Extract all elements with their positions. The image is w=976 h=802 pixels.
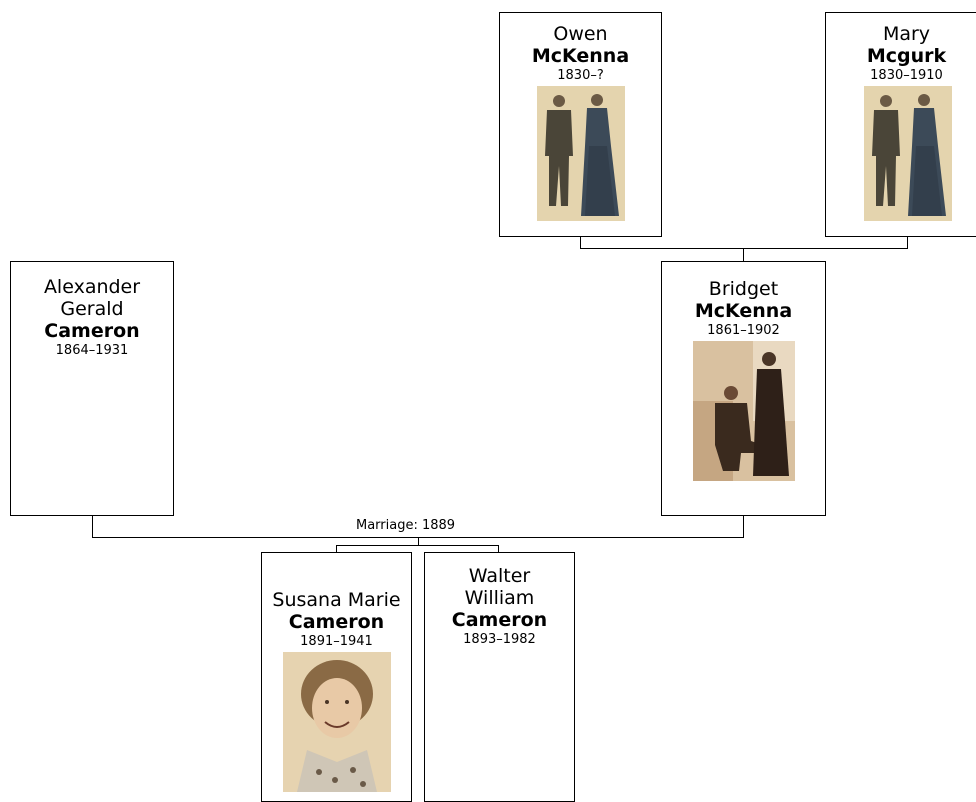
connector-to-children (418, 537, 419, 545)
given-name-middle: William (464, 587, 535, 609)
person-card-mary[interactable]: Mary Mcgurk 1830–1910 (825, 12, 976, 237)
given-name-first: Walter (468, 565, 531, 587)
given-name: Owen (553, 23, 608, 45)
given-name: Mary (882, 23, 931, 45)
life-dates: 1893–1982 (463, 632, 536, 647)
given-name-middle: Gerald (60, 298, 124, 320)
surname: Cameron (451, 609, 548, 631)
connector-alexander (92, 516, 93, 537)
person-card-walter[interactable]: Walter William Cameron 1893–1982 (424, 552, 575, 802)
surname: Mcgurk (866, 45, 947, 67)
life-dates: 1891–1941 (300, 634, 373, 649)
connector-to-bridget (743, 248, 744, 261)
connector-mary (907, 236, 908, 248)
surname: Cameron (44, 320, 140, 342)
life-dates: 1861–1902 (707, 323, 780, 338)
given-name: Susana Marie (272, 589, 401, 611)
person-card-owen[interactable]: Owen McKenna 1830–? (499, 12, 662, 237)
couple-photo (692, 341, 795, 481)
person-card-susana[interactable]: Susana Marie Cameron 1891–1941 (261, 552, 412, 802)
couple-photo (864, 86, 952, 221)
connector-susana (336, 545, 337, 552)
connector-bridget (743, 516, 744, 537)
life-dates: 1830–1910 (870, 68, 943, 83)
surname: McKenna (531, 45, 630, 67)
given-name-first: Alexander (43, 276, 141, 298)
couple-photo (536, 86, 625, 221)
connector-walter (498, 545, 499, 552)
person-card-alexander[interactable]: Alexander Gerald Cameron 1864–1931 (10, 261, 174, 516)
connector-owen (580, 236, 581, 248)
connector-children (336, 545, 499, 546)
connector-owen-mary (580, 248, 908, 249)
surname: Cameron (288, 611, 385, 633)
person-card-bridget[interactable]: Bridget McKenna 1861–1902 (661, 261, 826, 516)
surname: McKenna (694, 300, 793, 322)
marriage-label: Marriage: 1889 (354, 518, 458, 533)
life-dates: 1830–? (557, 68, 604, 83)
life-dates: 1864–1931 (55, 343, 129, 358)
given-name: Bridget (708, 278, 779, 300)
portrait-photo (282, 652, 391, 792)
